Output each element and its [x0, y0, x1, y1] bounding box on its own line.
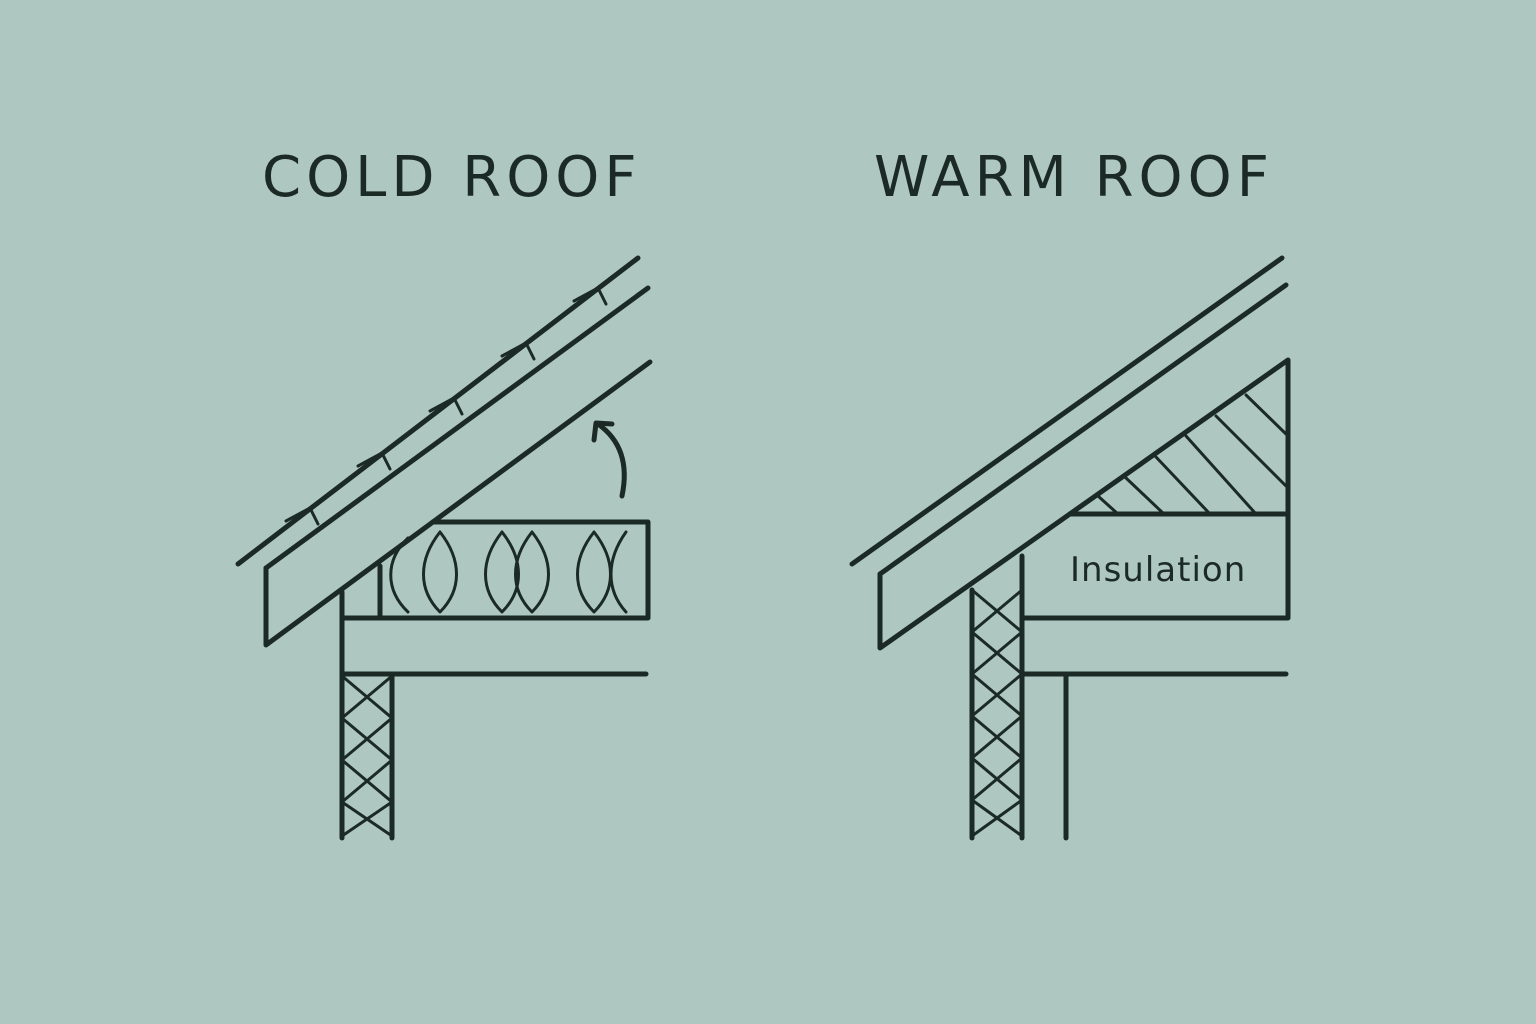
cold-roof-outer-line [235, 255, 641, 567]
cold-roof-deck-top [263, 285, 651, 571]
roof-tile [356, 451, 392, 471]
insulation-outline [339, 519, 651, 621]
insulation-wave [484, 530, 520, 614]
insulation-wave [609, 530, 628, 614]
cold-roof-tiles [284, 286, 608, 526]
warm-roof-outer-line [849, 255, 1285, 567]
warm-roof-wall [969, 553, 1069, 841]
cold-roof-wall [339, 589, 395, 841]
ventilation-arrow-head [591, 420, 615, 443]
roof-tile [572, 286, 608, 306]
warm-roof-title: WARM ROOF [874, 145, 1274, 210]
insulation-wave [514, 530, 550, 614]
insulation-label: Insulation [1070, 550, 1246, 590]
wall-bracing [970, 588, 1024, 838]
roof-tile [428, 396, 464, 416]
cold-roof-insulation [339, 519, 651, 621]
insulation-wave [389, 530, 458, 614]
warm-roof-rafter [877, 357, 1291, 651]
ventilation-arrow [595, 421, 627, 499]
roof-tile [500, 341, 536, 361]
warm-roof-deck-top [877, 282, 1289, 577]
insulation-wave [576, 530, 612, 614]
insulation-hatch [1096, 393, 1288, 516]
warm-roof-diagram: WARM ROOF Insulation [849, 145, 1291, 841]
cold-roof-diagram: COLD ROOF [235, 145, 653, 841]
roof-tile [284, 506, 320, 526]
wall-bracing [340, 674, 394, 838]
cold-roof-title: COLD ROOF [262, 145, 642, 210]
warm-roof-hatching [1096, 393, 1288, 516]
cold-roof-rafter [263, 359, 653, 648]
